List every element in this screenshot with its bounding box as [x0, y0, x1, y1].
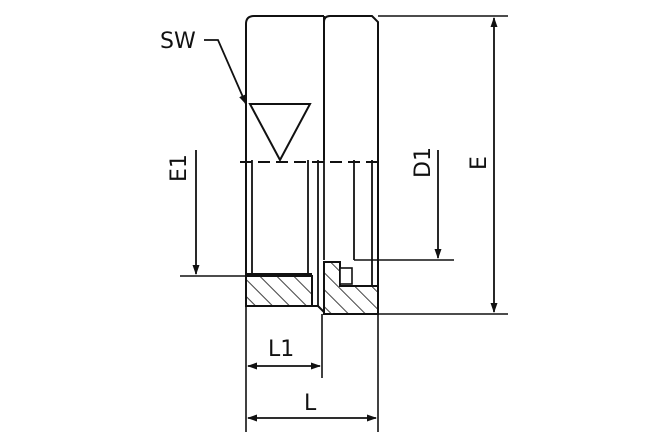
e1-label: E1 — [167, 154, 192, 182]
extension-lines — [180, 15, 508, 432]
d1-label: D1 — [411, 147, 436, 178]
l1-label: L1 — [268, 337, 294, 362]
hex-flat-triangle — [248, 103, 312, 163]
inner-bore-lines — [251, 160, 373, 306]
body-outline — [245, 15, 379, 315]
sw-label: SW — [160, 29, 196, 54]
e-label: E — [467, 156, 492, 170]
seal-groove — [339, 267, 353, 285]
hatched-section-left — [245, 275, 313, 307]
l-label: L — [304, 391, 317, 416]
hatched-section-right — [323, 261, 379, 315]
sw-leader-line — [204, 39, 247, 105]
